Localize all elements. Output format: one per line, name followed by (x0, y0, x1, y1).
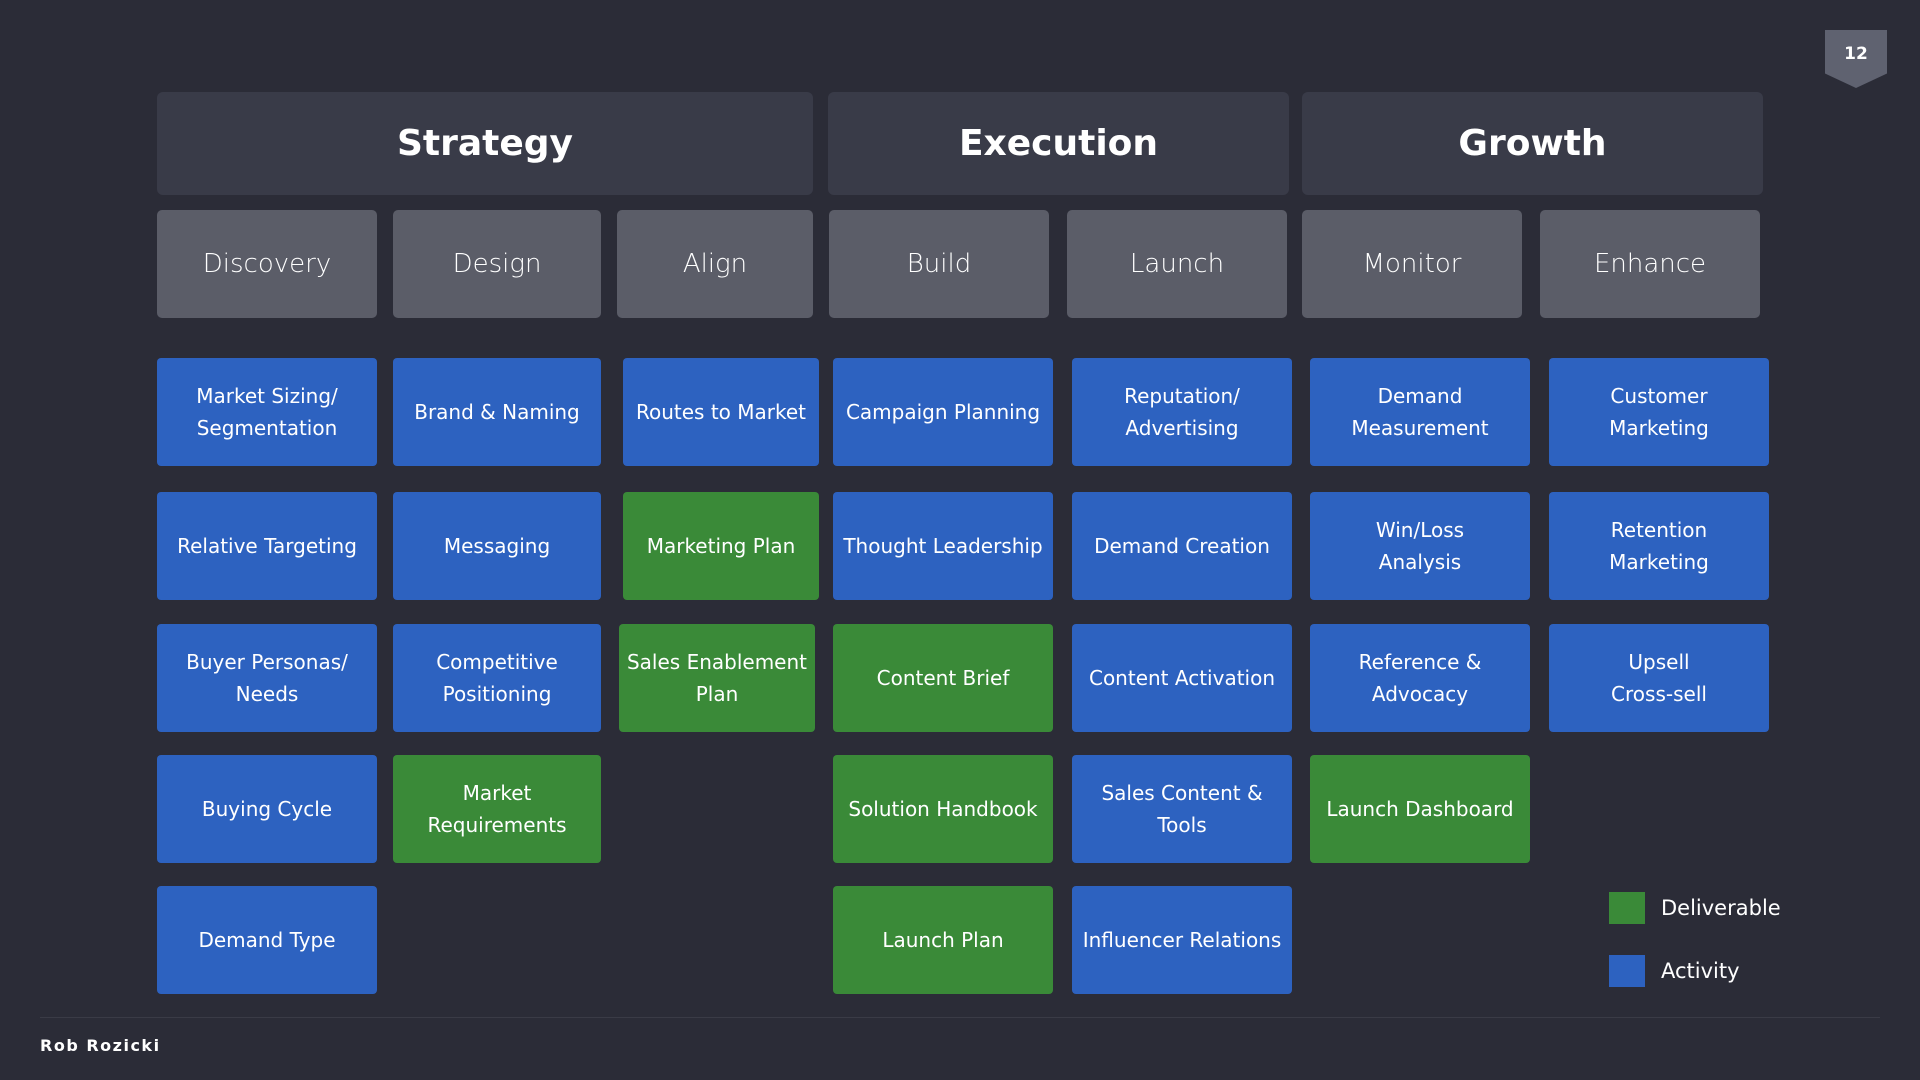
phase-monitor: Monitor (1302, 210, 1522, 318)
group-header-execution: Execution (828, 92, 1289, 195)
tile-sales-content-tools: Sales Content & Tools (1072, 755, 1292, 863)
phase-launch: Launch (1067, 210, 1287, 318)
legend-deliverable-label: Deliverable (1661, 896, 1781, 920)
phase-align: Align (617, 210, 813, 318)
group-header-growth: Growth (1302, 92, 1763, 195)
tile-routes-to-market: Routes to Market (623, 358, 819, 466)
tile-messaging: Messaging (393, 492, 601, 600)
tile-content-brief: Content Brief (833, 624, 1053, 732)
phase-build: Build (829, 210, 1049, 318)
legend-activity-swatch (1609, 955, 1645, 987)
tile-reputation-advertising: Reputation/ Advertising (1072, 358, 1292, 466)
tile-launch-dashboard: Launch Dashboard (1310, 755, 1530, 863)
slide-number-badge: 12 (1825, 30, 1887, 88)
tile-demand-type: Demand Type (157, 886, 377, 994)
tile-retention-marketing: Retention Marketing (1549, 492, 1769, 600)
tile-buyer-personas: Buyer Personas/ Needs (157, 624, 377, 732)
tile-competitive-positioning: Competitive Positioning (393, 624, 601, 732)
author-name: Rob Rozicki (40, 1036, 161, 1055)
tile-reference-advocacy: Reference & Advocacy (1310, 624, 1530, 732)
tile-influencer-relations: Influencer Relations (1072, 886, 1292, 994)
tile-brand-naming: Brand & Naming (393, 358, 601, 466)
legend-activity-label: Activity (1661, 959, 1740, 983)
tile-demand-creation: Demand Creation (1072, 492, 1292, 600)
group-header-strategy: Strategy (157, 92, 813, 195)
tile-buying-cycle: Buying Cycle (157, 755, 377, 863)
tile-solution-handbook: Solution Handbook (833, 755, 1053, 863)
tile-launch-plan: Launch Plan (833, 886, 1053, 994)
phase-discovery: Discovery (157, 210, 377, 318)
tile-sales-enablement-plan: Sales Enablement Plan (619, 624, 815, 732)
tile-win-loss-analysis: Win/Loss Analysis (1310, 492, 1530, 600)
legend-deliverable-swatch (1609, 892, 1645, 924)
tile-campaign-planning: Campaign Planning (833, 358, 1053, 466)
footer-divider (40, 1017, 1880, 1018)
phase-design: Design (393, 210, 601, 318)
tile-thought-leadership: Thought Leadership (833, 492, 1053, 600)
tile-upsell-cross-sell: Upsell Cross-sell (1549, 624, 1769, 732)
tile-market-sizing: Market Sizing/ Segmentation (157, 358, 377, 466)
tile-customer-marketing: Customer Marketing (1549, 358, 1769, 466)
tile-relative-targeting: Relative Targeting (157, 492, 377, 600)
tile-content-activation: Content Activation (1072, 624, 1292, 732)
legend-deliverable: Deliverable (1609, 892, 1781, 924)
legend-activity: Activity (1609, 955, 1740, 987)
phase-enhance: Enhance (1540, 210, 1760, 318)
tile-marketing-plan: Marketing Plan (623, 492, 819, 600)
tile-demand-measurement: Demand Measurement (1310, 358, 1530, 466)
tile-market-requirements: Market Requirements (393, 755, 601, 863)
